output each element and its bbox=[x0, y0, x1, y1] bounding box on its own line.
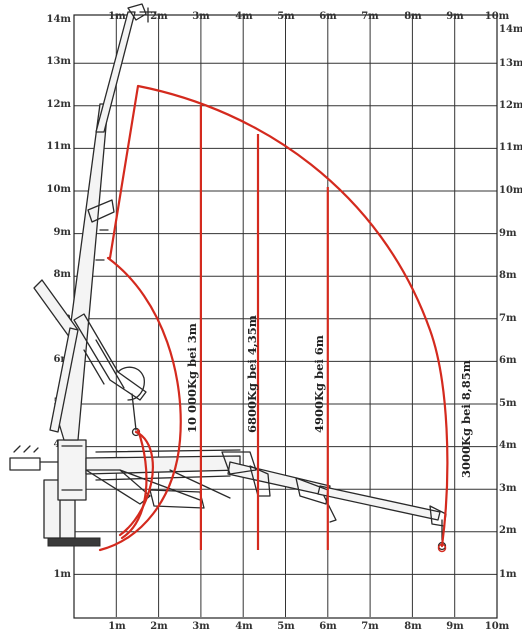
tick-right-12: 12m bbox=[499, 100, 522, 111]
capacity-label-6m: 4900Kg bei 6m bbox=[312, 335, 326, 433]
tick-bottom-1: 1m bbox=[108, 621, 126, 631]
tick-bottom-5: 5m bbox=[277, 621, 295, 631]
tick-bottom-7: 7m bbox=[361, 621, 379, 631]
tick-bottom-8: 8m bbox=[404, 621, 422, 631]
tick-right-5: 5m bbox=[499, 398, 517, 409]
tick-left-6: 6m bbox=[53, 354, 71, 365]
tick-bottom-6: 6m bbox=[319, 621, 337, 631]
tick-top-2: 2m bbox=[150, 11, 168, 22]
tick-left-1: 1m bbox=[53, 569, 71, 580]
tick-left-14: 14m bbox=[47, 14, 72, 25]
tick-left-8: 8m bbox=[53, 269, 71, 280]
load-envelope bbox=[98, 84, 449, 553]
tick-top-10: 10m bbox=[485, 11, 510, 22]
tick-right-14: 14m bbox=[499, 24, 522, 35]
loader-crane-icon bbox=[9, 3, 447, 551]
tick-left-12: 12m bbox=[47, 99, 72, 110]
tick-bottom-2: 2m bbox=[150, 621, 168, 631]
tick-top-6: 6m bbox=[319, 11, 337, 22]
y-axis-right: 14m 13m 12m 11m 10m 9m 8m 7m 6m 5m 4m 3m… bbox=[499, 24, 522, 580]
tick-right-4: 4m bbox=[499, 440, 517, 451]
tick-bottom-10: 10m bbox=[485, 621, 510, 631]
tick-right-11: 11m bbox=[499, 142, 522, 153]
tick-right-10: 10m bbox=[499, 185, 522, 196]
capacity-label-3m: 10 000Kg bei 3m bbox=[185, 323, 199, 433]
capacity-labels: 10 000Kg bei 3m 6800Kg bei 4,35m 4900Kg … bbox=[185, 315, 473, 478]
hook-marker bbox=[437, 543, 447, 553]
tick-right-3: 3m bbox=[499, 483, 517, 494]
grid bbox=[74, 15, 497, 617]
tick-top-4: 4m bbox=[235, 11, 253, 22]
tick-left-9: 9m bbox=[53, 227, 71, 238]
x-axis-top: 1m 2m 3m 4m 5m 6m 7m 8m 9m 10m bbox=[108, 11, 509, 22]
tick-right-7: 7m bbox=[499, 313, 517, 324]
tick-left-11: 11m bbox=[47, 141, 72, 152]
tick-top-1: 1m bbox=[108, 11, 126, 22]
tick-bottom-3: 3m bbox=[192, 621, 210, 631]
capacity-label-8-85m: 3000Kg bei 8,85m bbox=[459, 360, 473, 478]
tick-top-8: 8m bbox=[404, 11, 422, 22]
tick-right-9: 9m bbox=[499, 228, 517, 239]
inner-envelope-curve bbox=[118, 430, 154, 537]
tick-right-6: 6m bbox=[499, 355, 517, 366]
tick-left-13: 13m bbox=[47, 56, 72, 67]
x-axis-bottom: 1m 2m 3m 4m 5m 6m 7m 8m 9m 10m bbox=[108, 621, 509, 631]
tick-right-1: 1m bbox=[499, 569, 517, 580]
tick-right-2: 2m bbox=[499, 525, 517, 536]
tick-right-13: 13m bbox=[499, 58, 522, 69]
tick-top-9: 9m bbox=[446, 11, 464, 22]
tick-top-7: 7m bbox=[361, 11, 379, 22]
tick-top-5: 5m bbox=[277, 11, 295, 22]
tick-left-10: 10m bbox=[47, 184, 72, 195]
tick-bottom-9: 9m bbox=[446, 621, 464, 631]
tick-top-3: 3m bbox=[192, 11, 210, 22]
capacity-label-4-35m: 6800Kg bei 4,35m bbox=[245, 315, 259, 433]
tick-right-8: 8m bbox=[499, 270, 517, 281]
envelope-curve bbox=[98, 84, 449, 552]
tick-bottom-4: 4m bbox=[235, 621, 253, 631]
